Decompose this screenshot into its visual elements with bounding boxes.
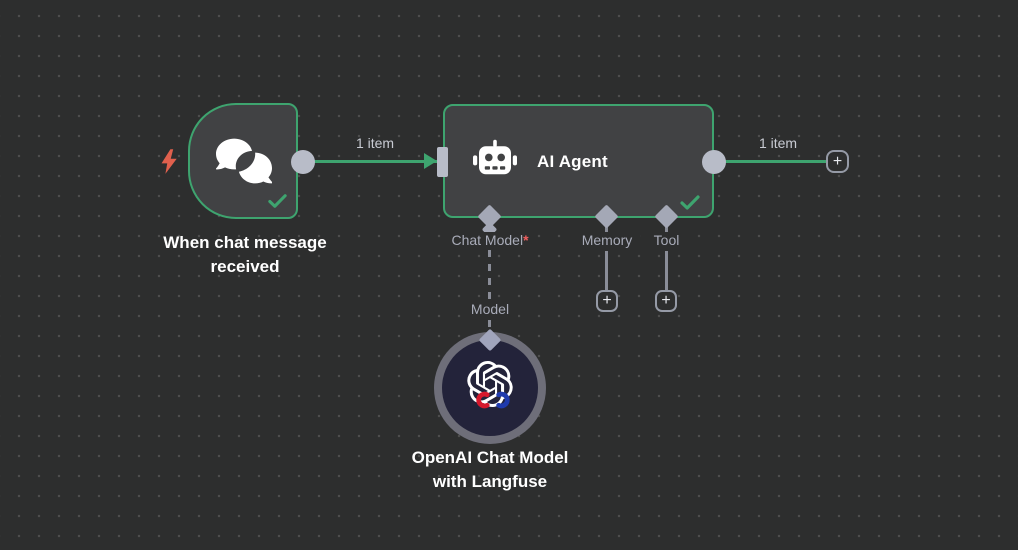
edge-memory: [605, 251, 608, 290]
model-node-label: OpenAI Chat Model with Langfuse: [379, 446, 601, 494]
edge-agent-output: [714, 160, 826, 163]
success-checkmark-icon: [680, 195, 700, 210]
agent-port-chat-model-label: Chat Model*: [444, 232, 536, 249]
trigger-bolt-icon: [161, 149, 177, 174]
trigger-node-label: When chat message received: [163, 233, 327, 276]
port-label-text: Chat Model: [451, 232, 524, 248]
langfuse-logo-icon: [476, 391, 510, 409]
agent-node-ai-agent[interactable]: AI Agent: [443, 104, 714, 218]
required-asterisk: *: [523, 232, 529, 248]
edge-arrowhead: [424, 153, 437, 169]
add-memory-button[interactable]: +: [596, 290, 618, 312]
trigger-output-connector[interactable]: [291, 150, 315, 174]
agent-node-title: AI Agent: [537, 152, 608, 171]
model-edge-label: Model: [462, 301, 518, 318]
model-node-label-line1: OpenAI Chat Model: [411, 448, 569, 467]
add-node-button[interactable]: +: [826, 150, 849, 173]
agent-input-connector[interactable]: [437, 147, 448, 177]
edge-items-label: 1 item: [758, 135, 798, 151]
model-node-body: [442, 340, 538, 436]
agent-port-tool-label: Tool: [646, 232, 687, 249]
trigger-node-when-chat-message-received[interactable]: [188, 103, 298, 219]
edge-tool: [665, 251, 668, 290]
add-tool-button[interactable]: +: [655, 290, 677, 312]
robot-icon: [473, 139, 517, 175]
model-node-openai-chat-model[interactable]: [434, 332, 546, 444]
edge-trigger-to-agent: [303, 160, 437, 163]
chat-bubbles-icon: [216, 138, 272, 184]
edge-items-label: 1 item: [355, 135, 395, 151]
model-node-label-line2: with Langfuse: [432, 472, 548, 491]
agent-port-memory-label: Memory: [574, 232, 640, 249]
agent-output-connector[interactable]: [702, 150, 726, 174]
edge-chat-model-dashed: [488, 250, 491, 336]
success-checkmark-icon: [268, 194, 287, 208]
